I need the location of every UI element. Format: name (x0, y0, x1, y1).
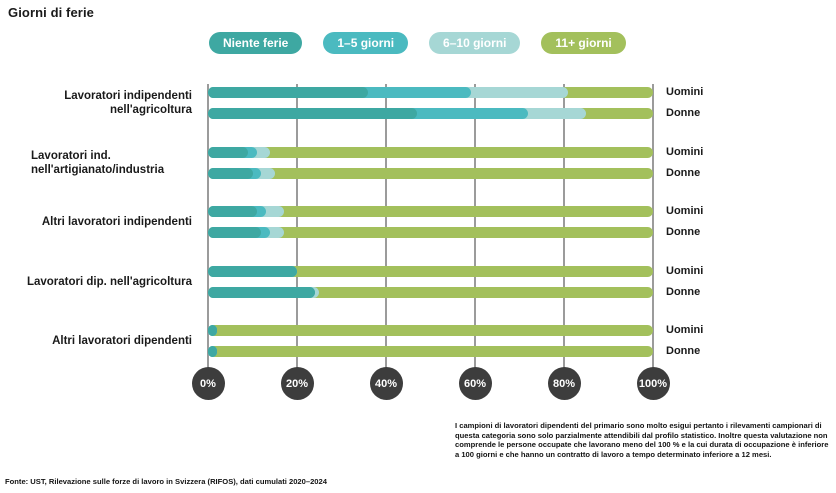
gridline (474, 84, 476, 369)
sex-label: Donne (666, 345, 701, 357)
gridline (385, 84, 387, 369)
bar-segment-Niente ferie (208, 87, 369, 98)
sex-label: Uomini (666, 145, 704, 158)
gridline (207, 84, 209, 369)
bar-pair (208, 206, 653, 238)
sex-label: Donne (666, 107, 701, 119)
bar-segment-Niente ferie (208, 265, 297, 277)
bar-row (208, 108, 653, 119)
bar-segment-Niente ferie (208, 325, 217, 336)
bar-segment-Niente ferie (208, 227, 262, 238)
legend-pill: Niente ferie (209, 32, 303, 54)
axis-tick-circle: 100% (636, 367, 670, 400)
category-label: Altri lavoratori dipendenti (52, 335, 192, 347)
bar-row (208, 167, 653, 179)
bar-segment-Niente ferie (208, 108, 418, 119)
gridline (296, 84, 298, 369)
sex-label: Uomini (666, 205, 704, 217)
bar-segment-11+ giorni (208, 325, 653, 336)
bar-pair (208, 87, 653, 119)
sex-label: Uomini (666, 324, 704, 336)
bar-row (208, 325, 653, 336)
bar-segment-Niente ferie (208, 206, 257, 217)
grid-overlay (207, 84, 654, 369)
bar-pair (208, 146, 653, 179)
sex-label: Donne (666, 166, 701, 179)
sex-label: Uomini (666, 86, 704, 98)
bar-segment-11+ giorni (208, 167, 653, 179)
bar-segment-Niente ferie (208, 146, 249, 158)
sex-label: Donne (666, 226, 701, 238)
bar-row (208, 286, 653, 298)
x-axis: 0% 20% 40% 60% 80% 100% (0, 367, 836, 400)
category-label: Lavoratori ind.nell'artigianato/industri… (31, 149, 165, 176)
axis-tick-circle: 20% (280, 367, 314, 400)
bar-row (208, 87, 653, 98)
bar-segment-Niente ferie (208, 346, 217, 357)
bar-row (208, 346, 653, 357)
bar-row (208, 146, 653, 158)
category-label: Lavoratori dip. nell'agricoltura (26, 275, 192, 288)
sex-label: Uomini (666, 264, 704, 277)
bar-row (208, 265, 653, 277)
category-label: Altri lavoratori indipendenti (41, 216, 192, 228)
footnote-text: I campioni di lavoratori dipendenti del … (455, 421, 829, 459)
axis-tick-circle: 0% (191, 367, 225, 400)
bar-segment-11+ giorni (208, 206, 653, 217)
bar-segment-11+ giorni (208, 146, 653, 158)
bar-segment-11+ giorni (208, 227, 653, 238)
bar-segment-Niente ferie (208, 167, 253, 179)
source-text: Fonte: UST, Rilevazione sulle forze di l… (5, 477, 327, 486)
gridline (563, 84, 565, 369)
bar-segment-Niente ferie (208, 286, 315, 298)
bar-segment-11+ giorni (208, 346, 653, 357)
axis-tick-circle: 60% (458, 367, 492, 400)
gridline (652, 84, 654, 369)
bar-row (208, 206, 653, 217)
category-group: Lavoratori ind.nell'artigianato/industri… (0, 145, 836, 179)
legend-pill: 6–10 giorni (429, 32, 521, 54)
legend-pill: 11+ giorni (541, 32, 626, 54)
legend-pill: 1–5 giorni (323, 32, 409, 54)
bar-pair (208, 325, 653, 357)
chart-title: Giorni di ferie (8, 5, 95, 20)
sex-label: Donne (666, 285, 701, 298)
bar-pair (208, 265, 653, 298)
axis-tick-circle: 80% (547, 367, 581, 400)
legend: Niente ferie 1–5 giorni 6–10 giorni 11+ gio… (209, 32, 626, 54)
bar-row (208, 227, 653, 238)
axis-tick-circle: 40% (369, 367, 403, 400)
bar-segment-11+ giorni (208, 286, 653, 298)
bar-segment-11+ giorni (208, 265, 653, 277)
